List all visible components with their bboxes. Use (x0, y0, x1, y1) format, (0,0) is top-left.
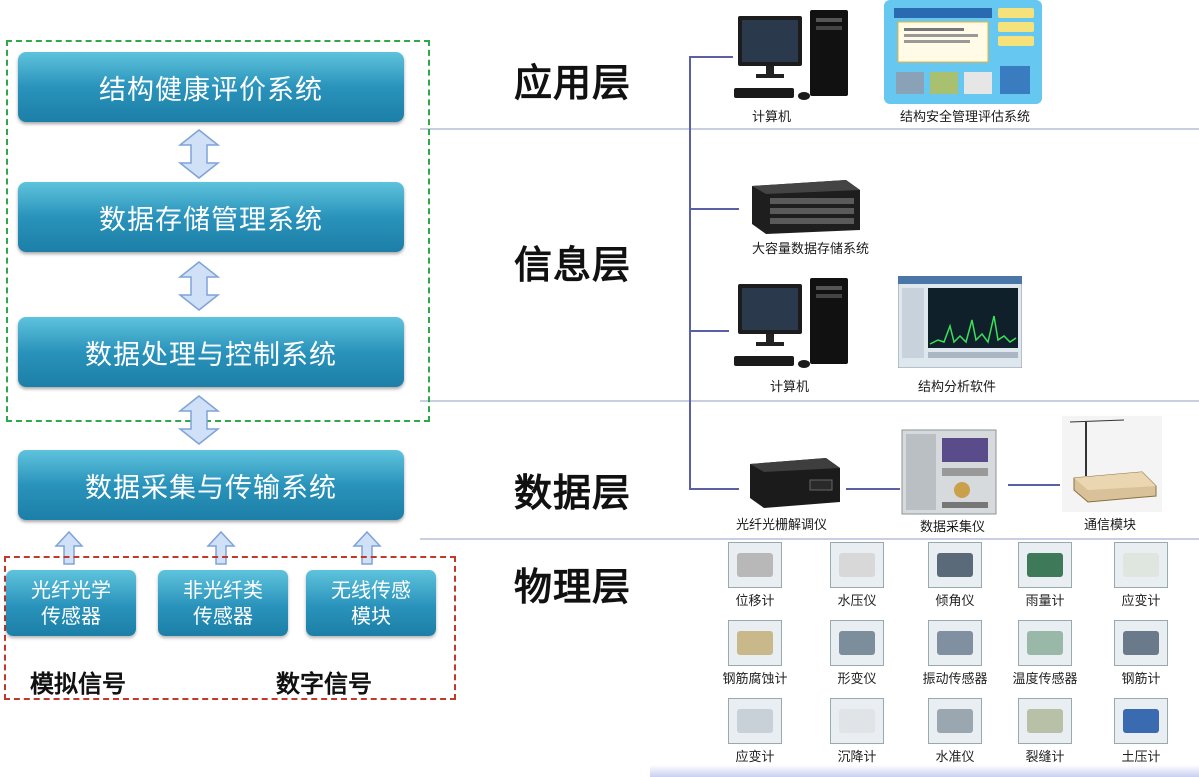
instrument-caption: 应变计 (735, 750, 775, 765)
sensor-line2: 传感器 (41, 604, 101, 628)
software-screenshot-icon (884, 0, 1042, 104)
connector-link (846, 488, 900, 490)
instrument-caption: 钢筋腐蚀计 (722, 672, 788, 687)
wireless-sensor-module: 无线传感 模块 (306, 570, 436, 636)
layer-data: 数据层 (514, 471, 632, 515)
instrument-caption: 水准仪 (935, 750, 975, 765)
sensor-line1: 无线传感 (331, 578, 411, 602)
demodulator-icon (750, 458, 840, 508)
optical-fiber-sensor: 光纤光学 传感器 (6, 570, 136, 636)
instrument-icon (928, 698, 982, 744)
non-optical-sensor: 非光纤类 传感器 (158, 570, 288, 636)
instrument-caption: 振动传感器 (922, 672, 988, 687)
data-storage-system: 数据存储管理系统 (18, 182, 404, 252)
sensor-line2: 传感器 (193, 604, 253, 628)
comm-module-icon (1062, 416, 1162, 512)
bottom-band (650, 765, 1199, 777)
instrument-caption: 应变计 (1121, 594, 1161, 609)
instrument-icon (1018, 620, 1072, 666)
instrument-icon (1114, 698, 1168, 744)
data-collector-icon (901, 429, 997, 515)
connector-branch (689, 488, 739, 490)
instrument-icon (728, 698, 782, 744)
layer-physical: 物理层 (514, 565, 632, 609)
caption: 光纤光栅解调仪 (736, 518, 828, 533)
instrument-caption: 倾角仪 (935, 594, 975, 609)
layer-application: 应用层 (514, 61, 632, 105)
instrument-icon (1018, 542, 1072, 588)
instrument-icon (1018, 698, 1072, 744)
instrument-caption: 裂缝计 (1025, 750, 1065, 765)
instrument-icon (928, 620, 982, 666)
sensor-line2: 模块 (351, 604, 391, 628)
instrument-icon (830, 698, 884, 744)
connector-branch (689, 330, 729, 332)
instrument-caption: 沉降计 (837, 750, 877, 765)
double-arrow-icon (177, 129, 221, 179)
data-acquisition-system: 数据采集与传输系统 (18, 450, 404, 520)
storage-array-icon (752, 180, 860, 234)
instrument-caption: 温度传感器 (1012, 672, 1078, 687)
data-processing-system: 数据处理与控制系统 (18, 317, 404, 387)
caption: 数据采集仪 (920, 520, 986, 535)
connector-trunk (689, 56, 691, 490)
caption: 计算机 (752, 110, 792, 125)
up-arrow-icon (206, 530, 236, 565)
sensor-group (4, 556, 456, 700)
connector-link (1008, 484, 1060, 486)
caption: 结构分析软件 (918, 380, 997, 395)
computer-icon (734, 278, 848, 368)
instrument-icon (728, 620, 782, 666)
computer-icon (734, 10, 848, 100)
divider-data (420, 538, 1199, 540)
divider-application (420, 128, 1199, 130)
caption: 计算机 (770, 380, 810, 395)
caption: 大容量数据存储系统 (752, 242, 870, 257)
double-arrow-icon (177, 261, 221, 311)
instrument-caption: 水压仪 (837, 594, 877, 609)
instrument-icon (728, 542, 782, 588)
instrument-icon (830, 620, 884, 666)
health-evaluation-system: 结构健康评价系统 (18, 52, 404, 122)
instrument-caption: 土压计 (1121, 750, 1161, 765)
upper-systems-group (6, 40, 430, 422)
connector-branch (689, 208, 739, 210)
double-arrow-icon (177, 395, 221, 445)
instrument-icon (1114, 620, 1168, 666)
digital-signal-label: 数字信号 (276, 670, 372, 698)
instrument-caption: 形变仪 (837, 672, 877, 687)
sensor-line1: 光纤光学 (31, 578, 111, 602)
divider-information (420, 400, 1199, 402)
instrument-icon (928, 542, 982, 588)
instrument-caption: 位移计 (735, 594, 775, 609)
up-arrow-icon (352, 530, 382, 565)
instrument-icon (830, 542, 884, 588)
caption: 通信模块 (1084, 518, 1137, 533)
analog-signal-label: 模拟信号 (30, 670, 126, 698)
instrument-caption: 雨量计 (1025, 594, 1065, 609)
sensor-line1: 非光纤类 (183, 578, 263, 602)
up-arrow-icon (54, 530, 84, 565)
layer-information: 信息层 (514, 243, 632, 287)
caption: 结构安全管理评估系统 (900, 110, 1031, 125)
connector-branch (689, 56, 733, 58)
analysis-software-icon (898, 276, 1022, 368)
instrument-icon (1114, 542, 1168, 588)
instrument-caption: 钢筋计 (1121, 672, 1161, 687)
